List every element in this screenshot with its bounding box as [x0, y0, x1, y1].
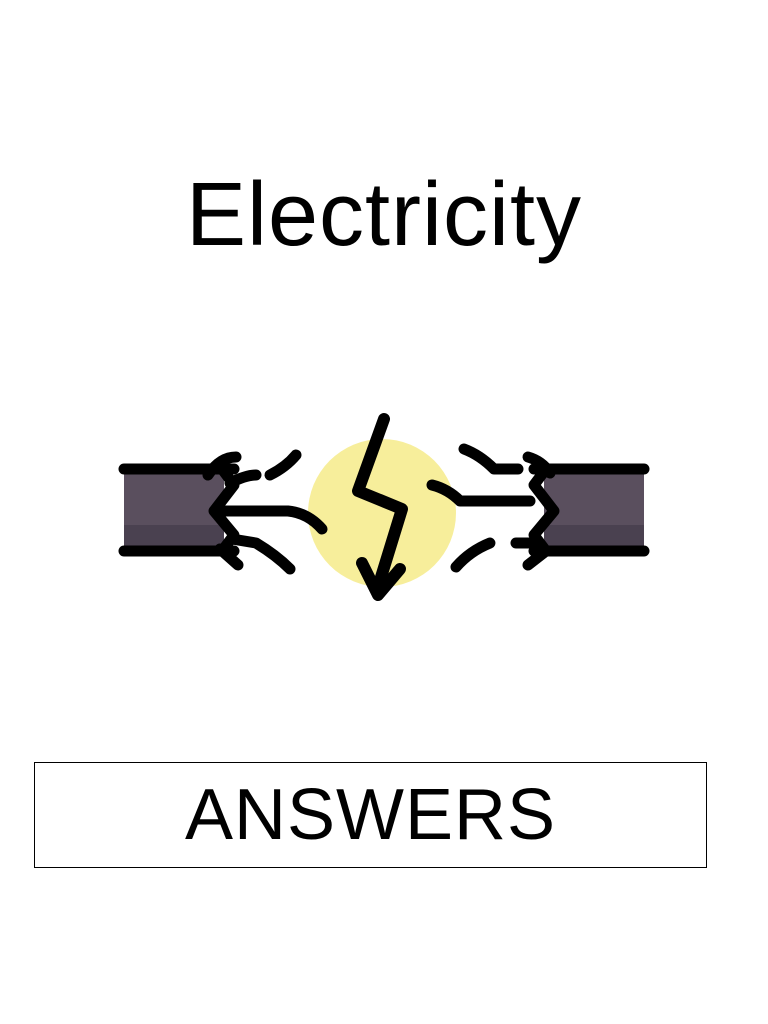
- lightning-bolt: [352, 413, 408, 593]
- page-title: Electricity: [185, 165, 583, 265]
- broken-wire-spark-icon: [110, 405, 658, 615]
- right-cable: [528, 463, 650, 557]
- lightning-arrowhead: [356, 557, 406, 601]
- left-wires: [202, 449, 328, 575]
- answers-box: ANSWERS: [34, 762, 707, 868]
- answers-label: ANSWERS: [184, 775, 557, 855]
- spark-glow: [308, 439, 456, 587]
- right-wires: [426, 443, 556, 573]
